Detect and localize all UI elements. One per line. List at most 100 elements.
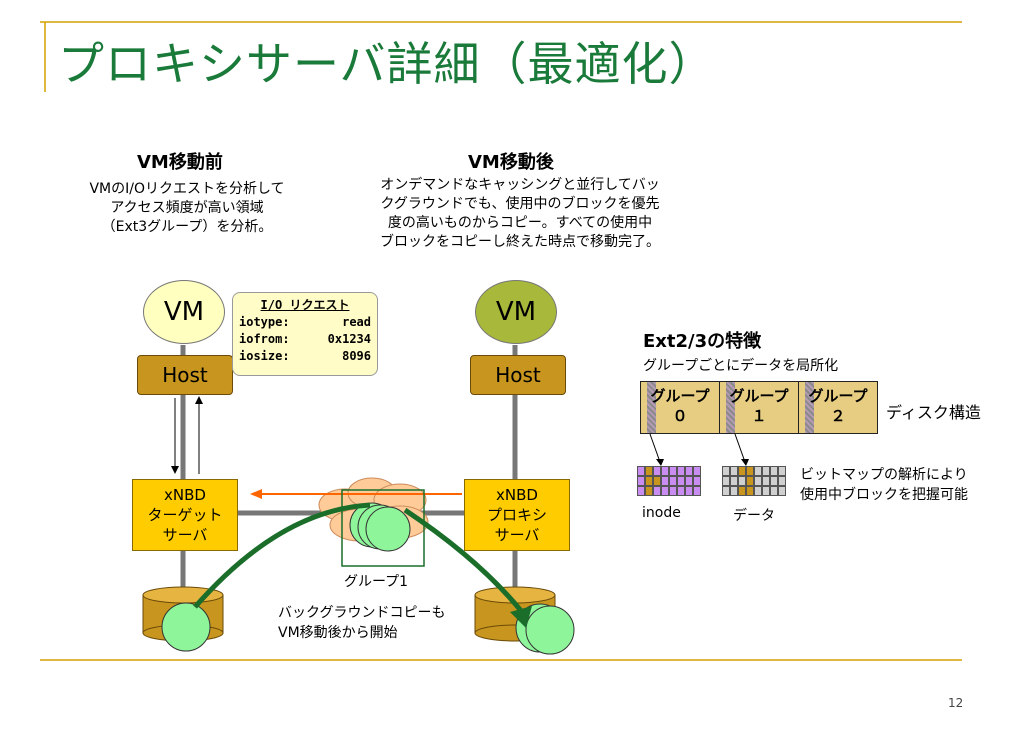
right-desc-line: クグラウンドでも、使用中のブロックを優先	[380, 196, 660, 212]
disk-structure: グループ ０ グループ １ グループ ２	[640, 381, 878, 434]
bitmap-cell	[653, 476, 661, 486]
bitmap-cell	[653, 466, 661, 476]
group1-frame	[341, 489, 425, 567]
nbd-label-line: xNBD	[496, 486, 538, 504]
right-description: オンデマンドなキャッシングと並行してバッ クグラウンドでも、使用中のブロックを優…	[355, 176, 685, 252]
io-value: read	[342, 315, 371, 329]
bitmap-cell	[770, 486, 778, 496]
bitmap-cell	[738, 476, 746, 486]
bitmap-cell	[685, 466, 693, 476]
bitmap-cell	[669, 476, 677, 486]
background-copy-note: バックグラウンドコピーも VM移動後から開始	[278, 603, 445, 643]
bitmap-cell	[730, 486, 738, 496]
group-cell-1: グループ １	[720, 382, 799, 433]
group-cell-0: グループ ０	[641, 382, 720, 433]
bitmap-cell	[746, 486, 754, 496]
bitmap-cell	[762, 466, 770, 476]
bitmap-cell	[693, 466, 701, 476]
bitmap-cell	[685, 486, 693, 496]
inode-label: inode	[642, 505, 681, 521]
note-line: VM移動後から開始	[278, 625, 398, 641]
group-name: グループ	[650, 387, 710, 405]
vm-left: VM	[143, 280, 225, 344]
group-num: ２	[830, 407, 846, 425]
io-key: iofrom:	[239, 332, 290, 346]
io-row: iofrom: 0x1234	[239, 331, 371, 348]
io-value: 0x1234	[327, 332, 371, 346]
inode-bitmap	[637, 466, 701, 496]
up-arrow-head	[195, 396, 203, 404]
bitmap-cell	[661, 476, 669, 486]
group1-label: グループ1	[344, 574, 409, 590]
io-request-box: I/O リクエスト iotype: read iofrom: 0x1234 iosi…	[232, 292, 378, 376]
bitmap-cell	[693, 476, 701, 486]
group-stripe	[647, 382, 656, 433]
note-line: バックグラウンドコピーも	[278, 605, 446, 621]
right-desc-line: ブロックをコピーし終えた時点で移動完了。	[380, 234, 660, 250]
bitmap-cell	[685, 476, 693, 486]
cloud-block	[365, 506, 411, 552]
bitmap-cell	[770, 466, 778, 476]
orange-arrow-head	[250, 489, 262, 499]
bitmap-cell	[738, 486, 746, 496]
green-arrow-left	[193, 502, 371, 609]
bitmap-note: ビットマップの解析により 使用中ブロックを把握可能	[800, 465, 968, 505]
xnbd-target-server: xNBD ターゲット サーバ	[132, 479, 238, 551]
bitmap-cell	[677, 466, 685, 476]
green-arrow-head	[510, 606, 532, 628]
vm-right: VM	[475, 280, 557, 344]
bitmap-cell	[661, 486, 669, 496]
bitmap-cell	[762, 476, 770, 486]
right-desc-line: 度の高いものからコピー。すべての使用中	[387, 215, 653, 231]
io-key: iotype:	[239, 315, 290, 329]
bitmap-cell	[778, 466, 786, 476]
bitmap-cell	[722, 486, 730, 496]
io-row: iotype: read	[239, 314, 371, 331]
bitmap-cell	[637, 486, 645, 496]
left-heading: VM移動前	[137, 152, 223, 173]
right-disk-block	[525, 605, 575, 655]
nbd-label-line: xNBD	[164, 486, 206, 504]
io-value: 8096	[342, 349, 371, 363]
right-desc-line: オンデマンドなキャッシングと並行してバッ	[380, 177, 660, 193]
bitmap-cell	[770, 476, 778, 486]
disk-structure-label: ディスク構造	[886, 403, 981, 422]
bitmap-cell	[637, 476, 645, 486]
bitmap-cell	[730, 476, 738, 486]
ext-subheading: グループごとにデータを局所化	[643, 358, 839, 374]
bitmap-cell	[754, 486, 762, 496]
bitmap-cell	[669, 466, 677, 476]
io-request-title: I/O リクエスト	[260, 298, 350, 312]
bitmap-cell	[645, 466, 653, 476]
io-row: iosize:8096	[239, 348, 371, 365]
left-desc-line: アクセス頻度が高い領域	[110, 200, 264, 216]
nbd-label-line: プロキシ	[486, 506, 547, 524]
group-num: ０	[672, 407, 688, 425]
group-stripe	[726, 382, 735, 433]
group-name: グループ	[729, 387, 789, 405]
bitmap-cell	[645, 486, 653, 496]
bitmap-cell	[661, 466, 669, 476]
green-arrow-right	[403, 507, 524, 614]
data-bitmap	[722, 466, 786, 496]
slide-title: プロキシサーバ詳細（最適化）	[58, 37, 716, 91]
bitmap-cell	[746, 466, 754, 476]
bitmap-cell	[637, 466, 645, 476]
bitmap-cell	[653, 486, 661, 496]
nbd-label-line: サーバ	[494, 526, 540, 544]
note-line: 使用中ブロックを把握可能	[800, 487, 968, 503]
bitmap-cell	[677, 476, 685, 486]
host-left: Host	[137, 355, 233, 395]
down-arrow-head	[171, 466, 179, 474]
note-line: ビットマップの解析により	[800, 467, 968, 483]
bitmap-cell	[762, 486, 770, 496]
bitmap-cell	[722, 466, 730, 476]
left-description: VMのI/Oリクエストを分析して アクセス頻度が高い領域 （Ext3グループ）を…	[72, 180, 302, 237]
group-num: １	[751, 407, 767, 425]
bitmap-cell	[730, 466, 738, 476]
nbd-label-line: ターゲット	[147, 506, 223, 524]
xnbd-proxy-server: xNBD プロキシ サーバ	[464, 479, 570, 551]
